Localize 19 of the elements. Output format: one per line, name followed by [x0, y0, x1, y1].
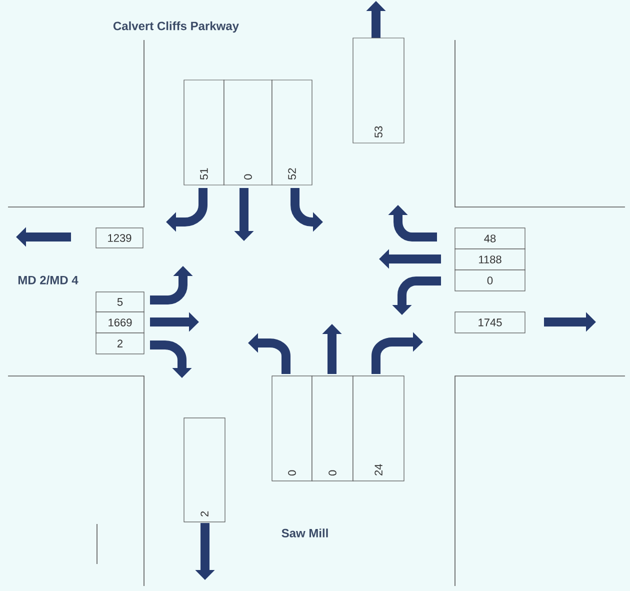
count-box: 1745 [454, 312, 526, 334]
lane-box: 51 [184, 80, 224, 186]
count-box: 2 [96, 332, 144, 354]
road-name: Saw Mill [282, 528, 328, 538]
lane-box: 52 [272, 80, 312, 186]
count-box: 1188 [454, 248, 526, 270]
count-box: 5 [96, 292, 144, 312]
lane-box: 0 [224, 80, 272, 186]
lane-box: 0 [272, 376, 312, 482]
lane-box: 53 [352, 38, 404, 144]
count-box: 48 [454, 228, 526, 250]
road-name: MD 2/MD 4 [18, 276, 78, 284]
road-name: Calvert Cliffs Parkway [113, 21, 239, 33]
count-box: 1669 [96, 312, 144, 334]
count-box: 0 [454, 270, 526, 292]
lane-box: 24 [352, 376, 404, 482]
lane-box: 2 [184, 418, 226, 522]
count-box: 1239 [96, 228, 144, 248]
lane-box: 0 [312, 376, 354, 482]
